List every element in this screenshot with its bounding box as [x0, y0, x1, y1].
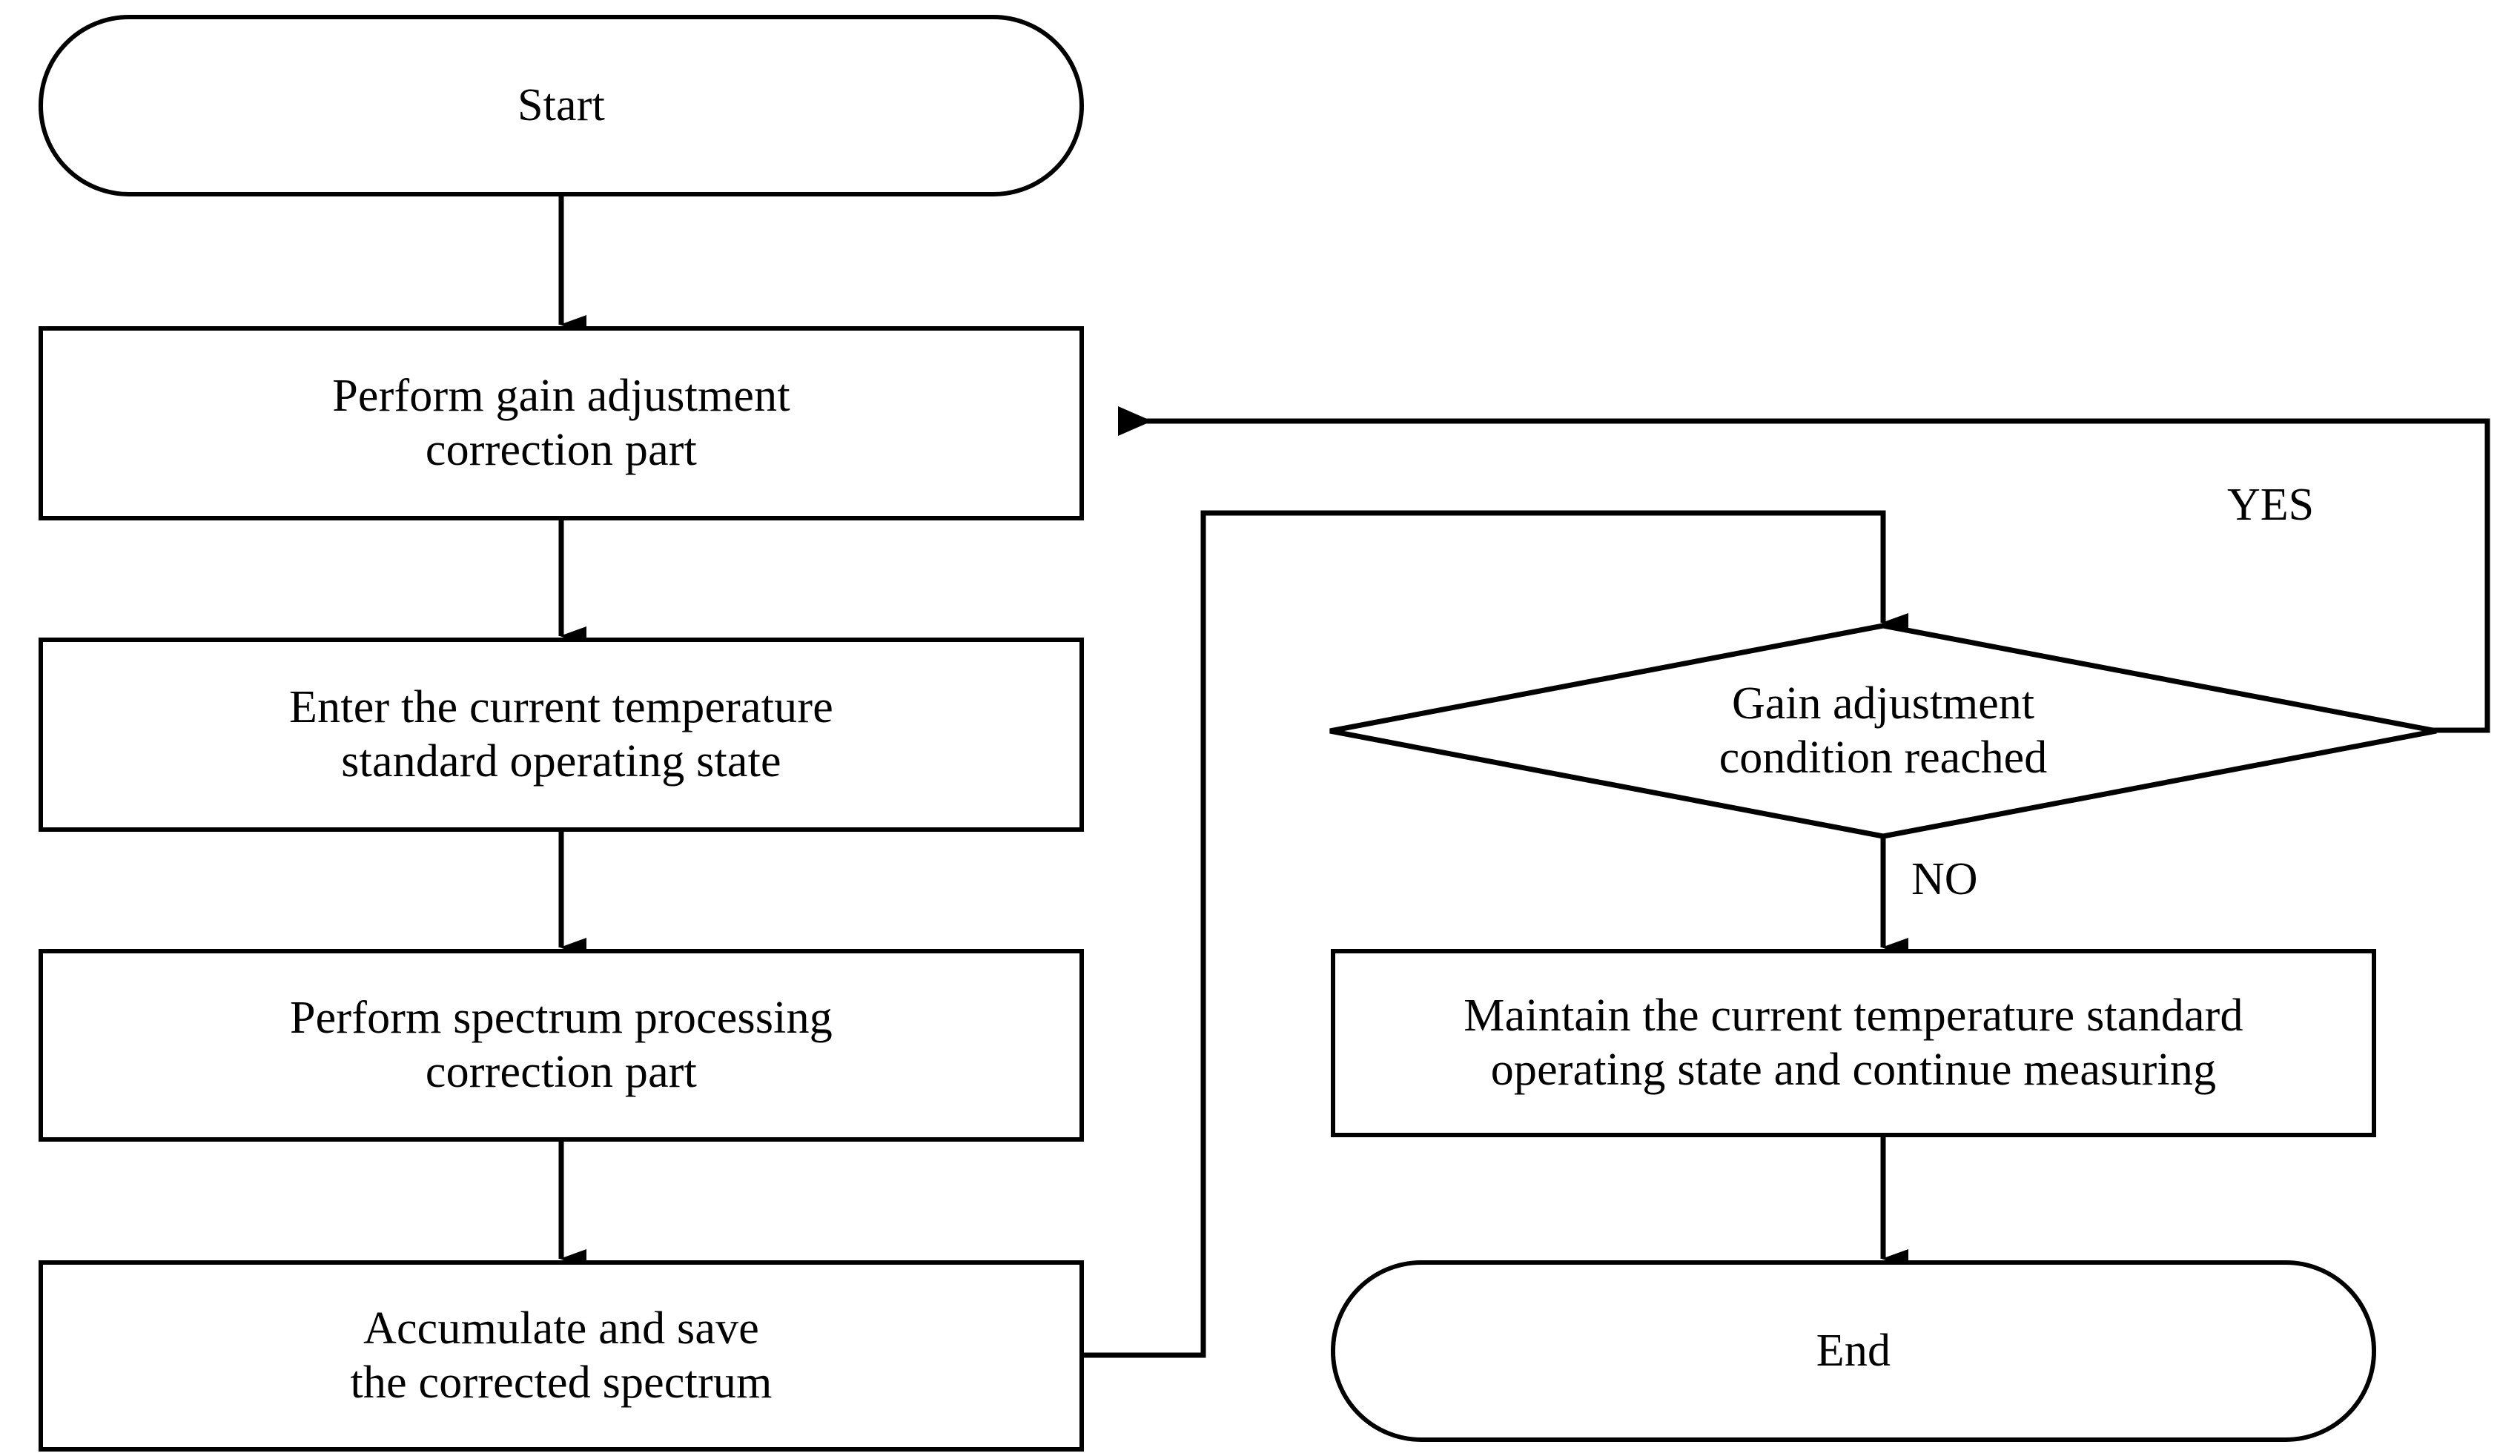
node-enter-temperature-state-label: Enter the current temperature standard o…: [289, 681, 833, 787]
node-perform-gain-adjustment[interactable]: Perform gain adjustment correction part: [39, 326, 1084, 520]
node-gain-adjustment-condition-decision[interactable]: Gain adjustment condition reached: [1327, 623, 2439, 839]
edge-label-yes: YES: [2227, 480, 2315, 530]
node-perform-spectrum-processing-label: Perform spectrum processing correction p…: [290, 992, 833, 1097]
edge-accumulate-save-to-decision: [1084, 510, 1908, 1358]
node-end[interactable]: End: [1331, 1260, 2376, 1442]
node-maintain-temperature-state-label: Maintain the current temperature standar…: [1464, 990, 2243, 1095]
node-perform-spectrum-processing[interactable]: Perform spectrum processing correction p…: [39, 949, 1084, 1142]
node-maintain-temperature-state[interactable]: Maintain the current temperature standar…: [1331, 949, 2376, 1137]
node-accumulate-save-spectrum-label: Accumulate and save the corrected spectr…: [350, 1303, 773, 1408]
node-end-label: End: [1816, 1325, 1891, 1376]
node-accumulate-save-spectrum[interactable]: Accumulate and save the corrected spectr…: [39, 1260, 1084, 1452]
node-perform-gain-adjustment-label: Perform gain adjustment correction part: [332, 370, 790, 475]
node-start-label: Start: [517, 79, 606, 130]
edge-label-no: NO: [1911, 854, 1978, 904]
decision-diamond-shape: [1329, 623, 2437, 839]
node-start[interactable]: Start: [39, 15, 1084, 196]
node-enter-temperature-state[interactable]: Enter the current temperature standard o…: [39, 638, 1084, 832]
node-gain-adjustment-condition-decision-label: Gain adjustment condition reached: [1719, 678, 2048, 783]
